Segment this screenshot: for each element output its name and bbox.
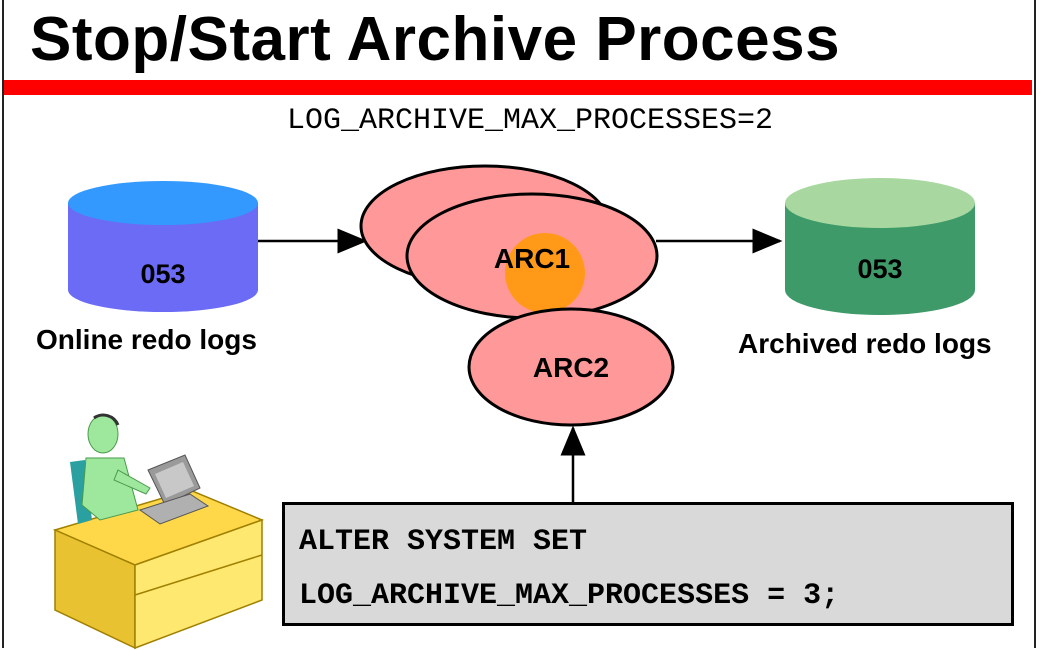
command-line-1: ALTER SYSTEM SET: [299, 525, 588, 559]
slide-title: Stop/Start Archive Process: [30, 5, 841, 74]
title-underline-bar: [4, 80, 1032, 95]
command-line-2: LOG_ARCHIVE_MAX_PROCESSES = 3;: [299, 579, 840, 613]
archived-redo-logs-label: Archived redo logs: [738, 328, 992, 359]
parameter-line: LOG_ARCHIVE_MAX_PROCESSES=2: [286, 104, 774, 138]
online-redo-logs-label: Online redo logs: [36, 324, 257, 355]
sql-command-box: ALTER SYSTEM SET LOG_ARCHIVE_MAX_PROCESS…: [282, 502, 1014, 626]
